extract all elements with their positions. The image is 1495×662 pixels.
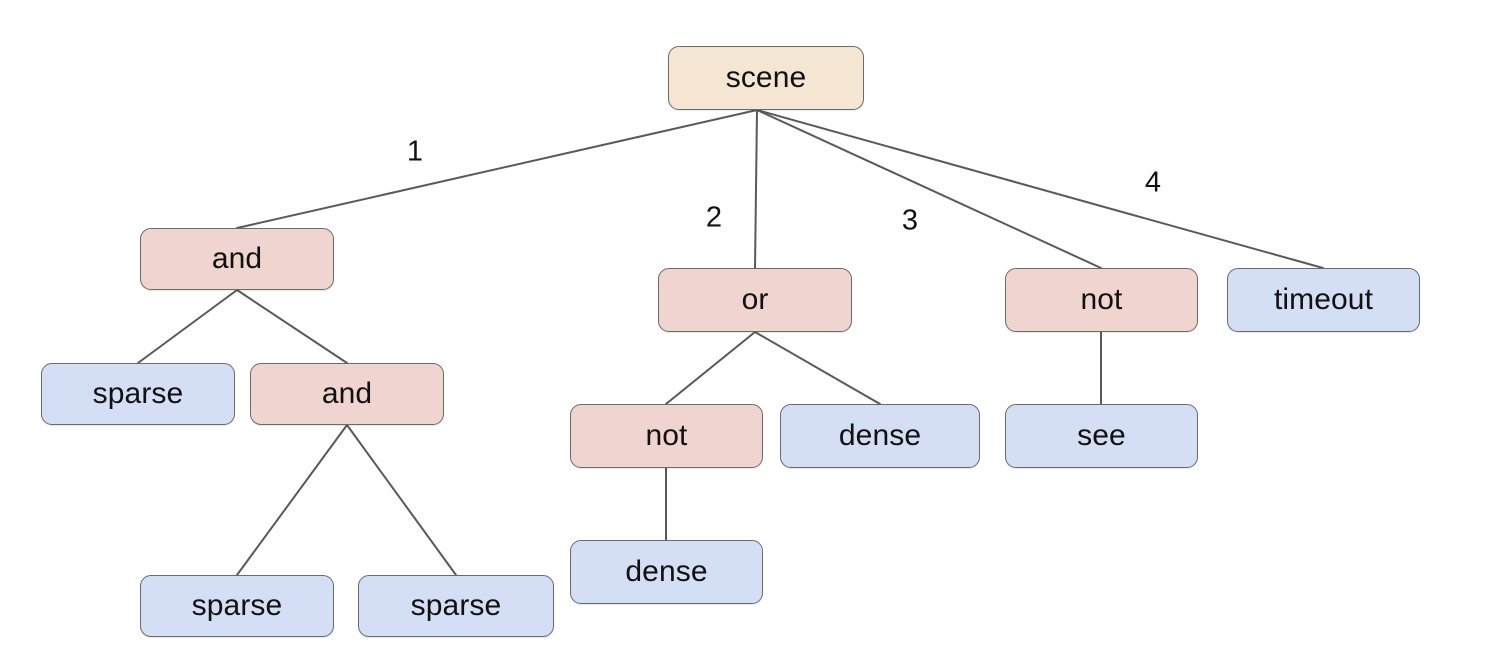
edge-label-3: 3: [901, 204, 919, 237]
tree-node-and1[interactable]: and: [140, 228, 334, 290]
edge-label-2: 2: [705, 201, 723, 234]
tree-node-sparse1[interactable]: sparse: [41, 363, 235, 425]
tree-edge: [665, 331, 756, 405]
tree-node-label: see: [1077, 419, 1126, 452]
tree-node-label: dense: [625, 555, 708, 588]
tree-edge: [754, 331, 881, 405]
tree-node-or1[interactable]: or: [658, 268, 852, 332]
tree-node-label: dense: [838, 419, 922, 452]
tree-edge: [137, 289, 238, 364]
tree-node-label: scene: [725, 61, 807, 94]
tree-node-label: and: [211, 242, 263, 275]
tree-edge: [236, 109, 758, 229]
tree-node-timeout1[interactable]: timeout: [1227, 268, 1420, 332]
tree-node-label: sparse: [410, 589, 502, 622]
tree-node-sparse2[interactable]: sparse: [140, 575, 334, 637]
tree-node-dense1[interactable]: dense: [780, 404, 980, 468]
tree-node-label: or: [741, 283, 769, 316]
tree-node-scene[interactable]: scene: [668, 46, 864, 110]
tree-node-sparse3[interactable]: sparse: [358, 575, 554, 637]
tree-node-not1[interactable]: not: [1005, 268, 1198, 332]
tree-node-label: and: [321, 377, 373, 410]
tree-node-label: sparse: [191, 589, 283, 622]
tree-node-dense2[interactable]: dense: [570, 540, 763, 604]
tree-node-label: not: [1080, 283, 1123, 316]
tree-node-see1[interactable]: see: [1005, 404, 1198, 468]
tree-node-label: timeout: [1273, 283, 1374, 316]
tree-node-label: not: [645, 419, 688, 452]
tree-edge: [756, 109, 1324, 269]
tree-edge: [756, 109, 1102, 269]
edge-label-4: 4: [1144, 166, 1162, 199]
tree-node-label: sparse: [92, 377, 184, 410]
tree-edge: [236, 289, 348, 364]
tree-node-and2[interactable]: and: [250, 363, 444, 425]
edge-label-1: 1: [406, 135, 424, 168]
tree-edge: [346, 424, 457, 576]
tree-edge: [754, 109, 758, 269]
tree-edge: [236, 424, 348, 576]
tree-node-not2[interactable]: not: [570, 404, 763, 468]
